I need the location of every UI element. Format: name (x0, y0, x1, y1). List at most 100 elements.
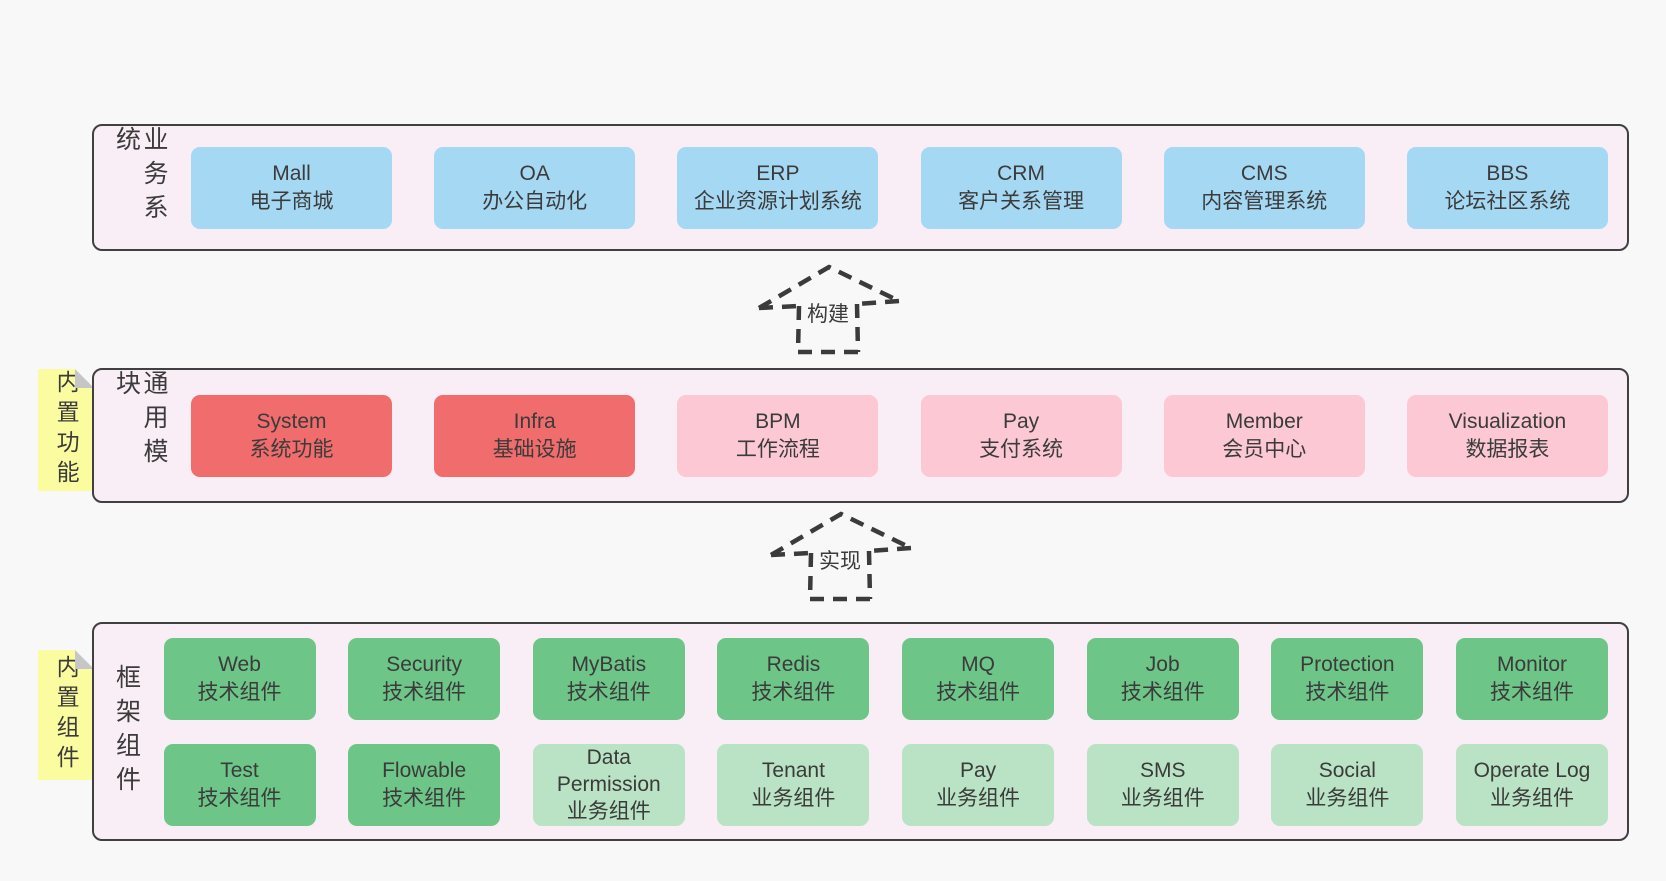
box-name: Pay (959, 759, 997, 783)
box-desc: 技术组件 (936, 680, 1021, 704)
box-name: ERP (756, 162, 800, 186)
box-desc: 客户关系管理 (958, 189, 1085, 213)
box-name: Security (386, 653, 463, 677)
box-name: BPM (755, 410, 801, 434)
arrow-implement-label: 实现 (815, 544, 865, 577)
box-mall: Mall 电子商城 (191, 146, 392, 229)
box-job: Job 技术组件 (1086, 637, 1239, 720)
box-desc: 技术组件 (382, 680, 467, 704)
dashed-up-arrow-icon (757, 264, 900, 355)
sticky-tab-builtin-components: 内置组件 (38, 650, 94, 780)
common-modules-rows: System 系统功能 Infra 基础设施 BPM 工作流程 Pay 支付系统… (191, 394, 1608, 477)
dashed-up-arrow-icon (769, 511, 912, 602)
box-desc: 论坛社区系统 (1444, 189, 1571, 213)
box-oa: OA 办公自动化 (434, 146, 636, 229)
box-redis: Redis 技术组件 (717, 637, 870, 720)
box-web: Web 技术组件 (163, 637, 316, 720)
box-name: Data Permission (556, 745, 661, 796)
box-desc: 业务组件 (1120, 786, 1205, 810)
common-modules-panel: 通用模块 System 系统功能 Infra 基础设施 BPM 工作流程 Pay… (92, 368, 1629, 503)
box-name: MQ (961, 653, 995, 677)
box-desc: 技术组件 (1305, 680, 1390, 704)
box-name: SMS (1139, 759, 1186, 783)
box-desc: 技术组件 (751, 680, 836, 704)
box-name: Mall (272, 162, 311, 186)
box-desc: 业务组件 (751, 786, 836, 810)
box-name: CMS (1240, 162, 1288, 186)
box-test: Test 技术组件 (163, 743, 316, 826)
box-name: Operate Log (1473, 759, 1591, 783)
box-monitor: Monitor 技术组件 (1455, 637, 1608, 720)
arrow-build: 构建 (753, 259, 903, 356)
tab-label-builtin-features: 内置功能 (53, 370, 80, 490)
box-name: Flowable (382, 759, 467, 783)
tab-label-builtin-components: 内置组件 (53, 655, 80, 775)
box-desc: 支付系统 (979, 437, 1064, 461)
sticky-tab-builtin-features: 内置功能 (38, 369, 94, 491)
panel-label-common-modules: 通用模块 (112, 370, 169, 472)
box-desc: 业务组件 (566, 800, 651, 824)
box-desc: 内容管理系统 (1201, 189, 1328, 213)
box-infra: Infra 基础设施 (434, 394, 636, 477)
box-mq: MQ 技术组件 (902, 637, 1055, 720)
box-name: Social (1318, 759, 1376, 783)
box-name: BBS (1486, 162, 1529, 186)
box-desc: 业务组件 (1305, 786, 1390, 810)
box-name: Monitor (1496, 653, 1567, 677)
folded-corner-icon (75, 650, 94, 669)
box-system: System 系统功能 (191, 394, 392, 477)
business-systems-rows: Mall 电子商城 OA 办公自动化 ERP 企业资源计划系统 CRM 客户关系… (191, 146, 1608, 229)
box-desc: 办公自动化 (482, 189, 588, 213)
box-mybatis: MyBatis 技术组件 (532, 637, 685, 720)
box-desc: 数据报表 (1465, 437, 1550, 461)
framework-components-panel: 框架组件 Web 技术组件 Security 技术组件 MyBatis 技术组件… (92, 622, 1629, 841)
box-social: Social 业务组件 (1271, 743, 1424, 826)
box-desc: 企业资源计划系统 (693, 189, 862, 213)
framework-components-row-1: Web 技术组件 Security 技术组件 MyBatis 技术组件 Redi… (163, 637, 1609, 720)
box-desc: 技术组件 (382, 786, 467, 810)
box-operate-log: Operate Log 业务组件 (1455, 743, 1608, 826)
box-crm: CRM 客户关系管理 (920, 146, 1122, 229)
arrow-build-label: 构建 (803, 297, 853, 330)
business-systems-panel: 业务系统 Mall 电子商城 OA 办公自动化 ERP 企业资源计划系统 CRM… (92, 124, 1629, 251)
box-name: Web (218, 653, 261, 677)
box-name: OA (519, 162, 550, 186)
folded-corner-icon (75, 369, 94, 388)
box-desc: 电子商城 (249, 189, 334, 213)
box-desc: 技术组件 (197, 680, 282, 704)
box-cms: CMS 内容管理系统 (1163, 146, 1365, 229)
box-pay-system: Pay 支付系统 (920, 394, 1122, 477)
box-name: Member (1225, 410, 1303, 434)
box-tenant: Tenant 业务组件 (717, 743, 870, 826)
box-bpm: BPM 工作流程 (677, 394, 879, 477)
box-visualization: Visualization 数据报表 (1406, 394, 1608, 477)
box-desc: 技术组件 (566, 680, 651, 704)
box-name: Test (220, 759, 259, 783)
box-bbs: BBS 论坛社区系统 (1406, 146, 1608, 229)
box-flowable: Flowable 技术组件 (348, 743, 501, 826)
box-desc: 业务组件 (936, 786, 1021, 810)
common-modules-row: System 系统功能 Infra 基础设施 BPM 工作流程 Pay 支付系统… (191, 394, 1608, 477)
box-sms: SMS 业务组件 (1086, 743, 1239, 826)
box-name: Pay (1002, 410, 1040, 434)
box-name: System (256, 410, 327, 434)
box-name: Infra (513, 410, 556, 434)
box-name: MyBatis (571, 653, 647, 677)
box-desc: 业务组件 (1489, 786, 1574, 810)
framework-components-rows: Web 技术组件 Security 技术组件 MyBatis 技术组件 Redi… (163, 637, 1609, 826)
panel-label-framework-components: 框架组件 (112, 663, 141, 800)
panel-label-business-systems: 业务系统 (112, 126, 169, 228)
framework-components-row-2: Test 技术组件 Flowable 技术组件 Data Permission … (163, 743, 1609, 826)
box-desc: 工作流程 (735, 437, 820, 461)
box-desc: 技术组件 (197, 786, 282, 810)
box-security: Security 技术组件 (348, 637, 501, 720)
box-name: Protection (1300, 653, 1395, 677)
box-data-permission: Data Permission 业务组件 (532, 743, 685, 826)
box-name: Tenant (761, 759, 825, 783)
box-desc: 基础设施 (492, 437, 577, 461)
box-protection: Protection 技术组件 (1271, 637, 1424, 720)
business-systems-row: Mall 电子商城 OA 办公自动化 ERP 企业资源计划系统 CRM 客户关系… (191, 146, 1608, 229)
box-name: CRM (997, 162, 1045, 186)
box-desc: 会员中心 (1222, 437, 1307, 461)
box-pay-component: Pay 业务组件 (902, 743, 1055, 826)
